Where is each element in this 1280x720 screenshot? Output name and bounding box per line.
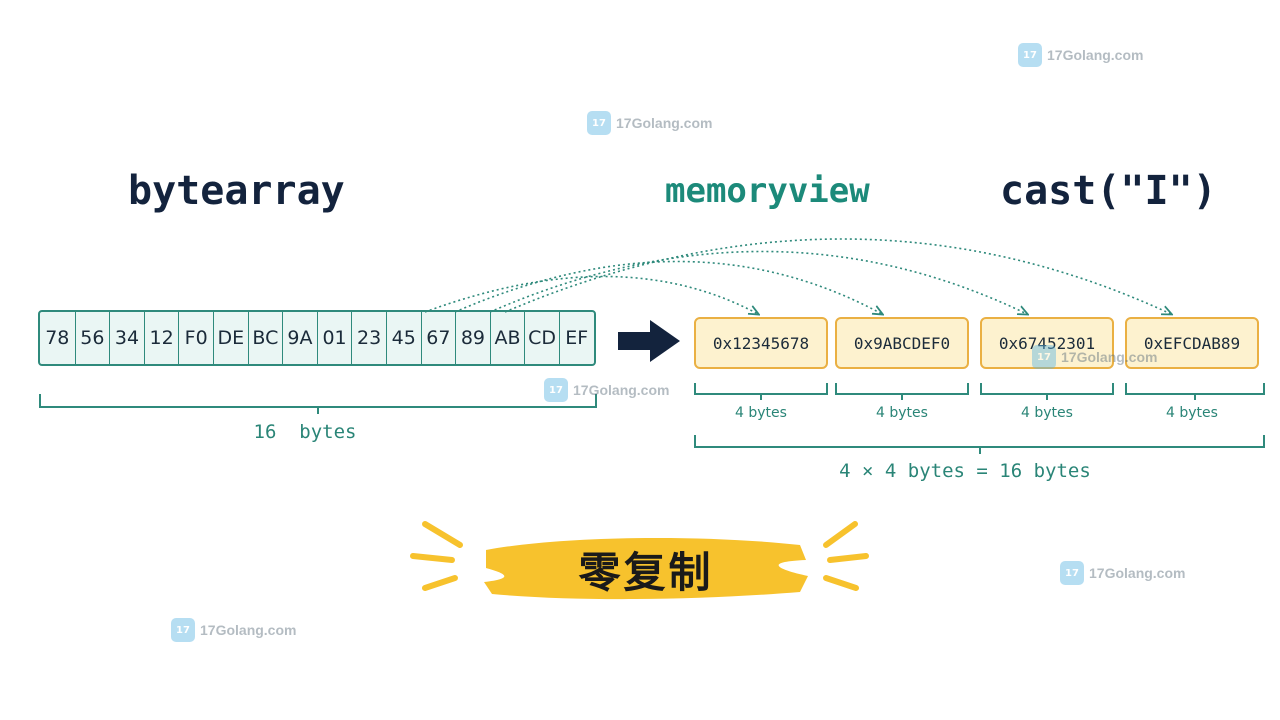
byte-cell: DE — [212, 312, 248, 364]
word-3: 0xEFCDAB89 — [1125, 317, 1259, 369]
bytearray-title: bytearray — [128, 168, 345, 214]
watermark: 17 17Golang.com — [587, 111, 712, 135]
byte-cell: CD — [524, 312, 559, 364]
logo-icon: 17 — [1018, 43, 1042, 67]
watermark: 17 17Golang.com — [544, 378, 669, 402]
bytes-total-label: 16 bytes — [253, 421, 357, 443]
byte-cell: 78 — [45, 327, 70, 349]
logo-icon: 17 — [587, 111, 611, 135]
byte-cell: EF — [558, 312, 594, 364]
byte-cell: 56 — [74, 312, 110, 364]
mapping-arrow-2 — [489, 250, 1027, 314]
byte-cell: 9A — [282, 312, 317, 364]
logo-icon: 17 — [171, 618, 195, 642]
word-2: 0x67452301 — [980, 317, 1114, 369]
memoryview-title: memoryview — [665, 171, 870, 211]
byte-cell: 45 — [385, 312, 421, 364]
word-1: 0x9ABCDEF0 — [835, 317, 969, 369]
word-brace-2 — [980, 383, 1114, 400]
watermark: 17 17Golang.com — [1060, 561, 1185, 585]
byte-cell: 89 — [455, 312, 490, 364]
byte-cell: 67 — [420, 312, 456, 364]
word-0: 0x12345678 — [694, 317, 828, 369]
logo-icon: 17 — [1060, 561, 1084, 585]
byte-cell: 34 — [109, 312, 144, 364]
word-size-label-2: 4 bytes — [1021, 405, 1073, 421]
logo-icon: 17 — [544, 378, 568, 402]
word-brace-3 — [1125, 383, 1265, 400]
word-brace-1 — [835, 383, 969, 400]
total-equation: 4 × 4 bytes = 16 bytes — [839, 460, 1091, 482]
zero-copy-badge: 零复制 — [578, 547, 714, 597]
byte-cell: BC — [247, 312, 283, 364]
watermark: 17 17Golang.com — [171, 618, 296, 642]
sparkle-rays-right — [823, 521, 869, 591]
cast-title: cast("I") — [1000, 168, 1217, 214]
bytes-brace — [39, 394, 597, 414]
mapping-arrow-0 — [424, 275, 758, 314]
word-size-label-1: 4 bytes — [876, 405, 928, 421]
word-size-label-3: 4 bytes — [1166, 405, 1218, 421]
word-size-label-0: 4 bytes — [735, 405, 787, 421]
byte-cell: F0 — [178, 312, 213, 364]
byte-cell: 01 — [316, 312, 352, 364]
byte-cell: 12 — [143, 312, 179, 364]
sparkle-rays-left — [410, 521, 463, 591]
mapping-arrow-1 — [454, 260, 882, 314]
mapping-arrow-3 — [504, 238, 1171, 314]
watermark: 17 17Golang.com — [1018, 43, 1143, 67]
byte-cell: 23 — [351, 312, 386, 364]
byte-cell: AB — [489, 312, 525, 364]
total-brace — [694, 435, 1265, 454]
badge-highlight — [484, 537, 808, 600]
arrow-right-icon — [618, 320, 680, 362]
logo-icon: 17 — [1032, 345, 1056, 369]
word-brace-0 — [694, 383, 828, 400]
watermark: 17 17Golang.com — [1032, 345, 1157, 369]
